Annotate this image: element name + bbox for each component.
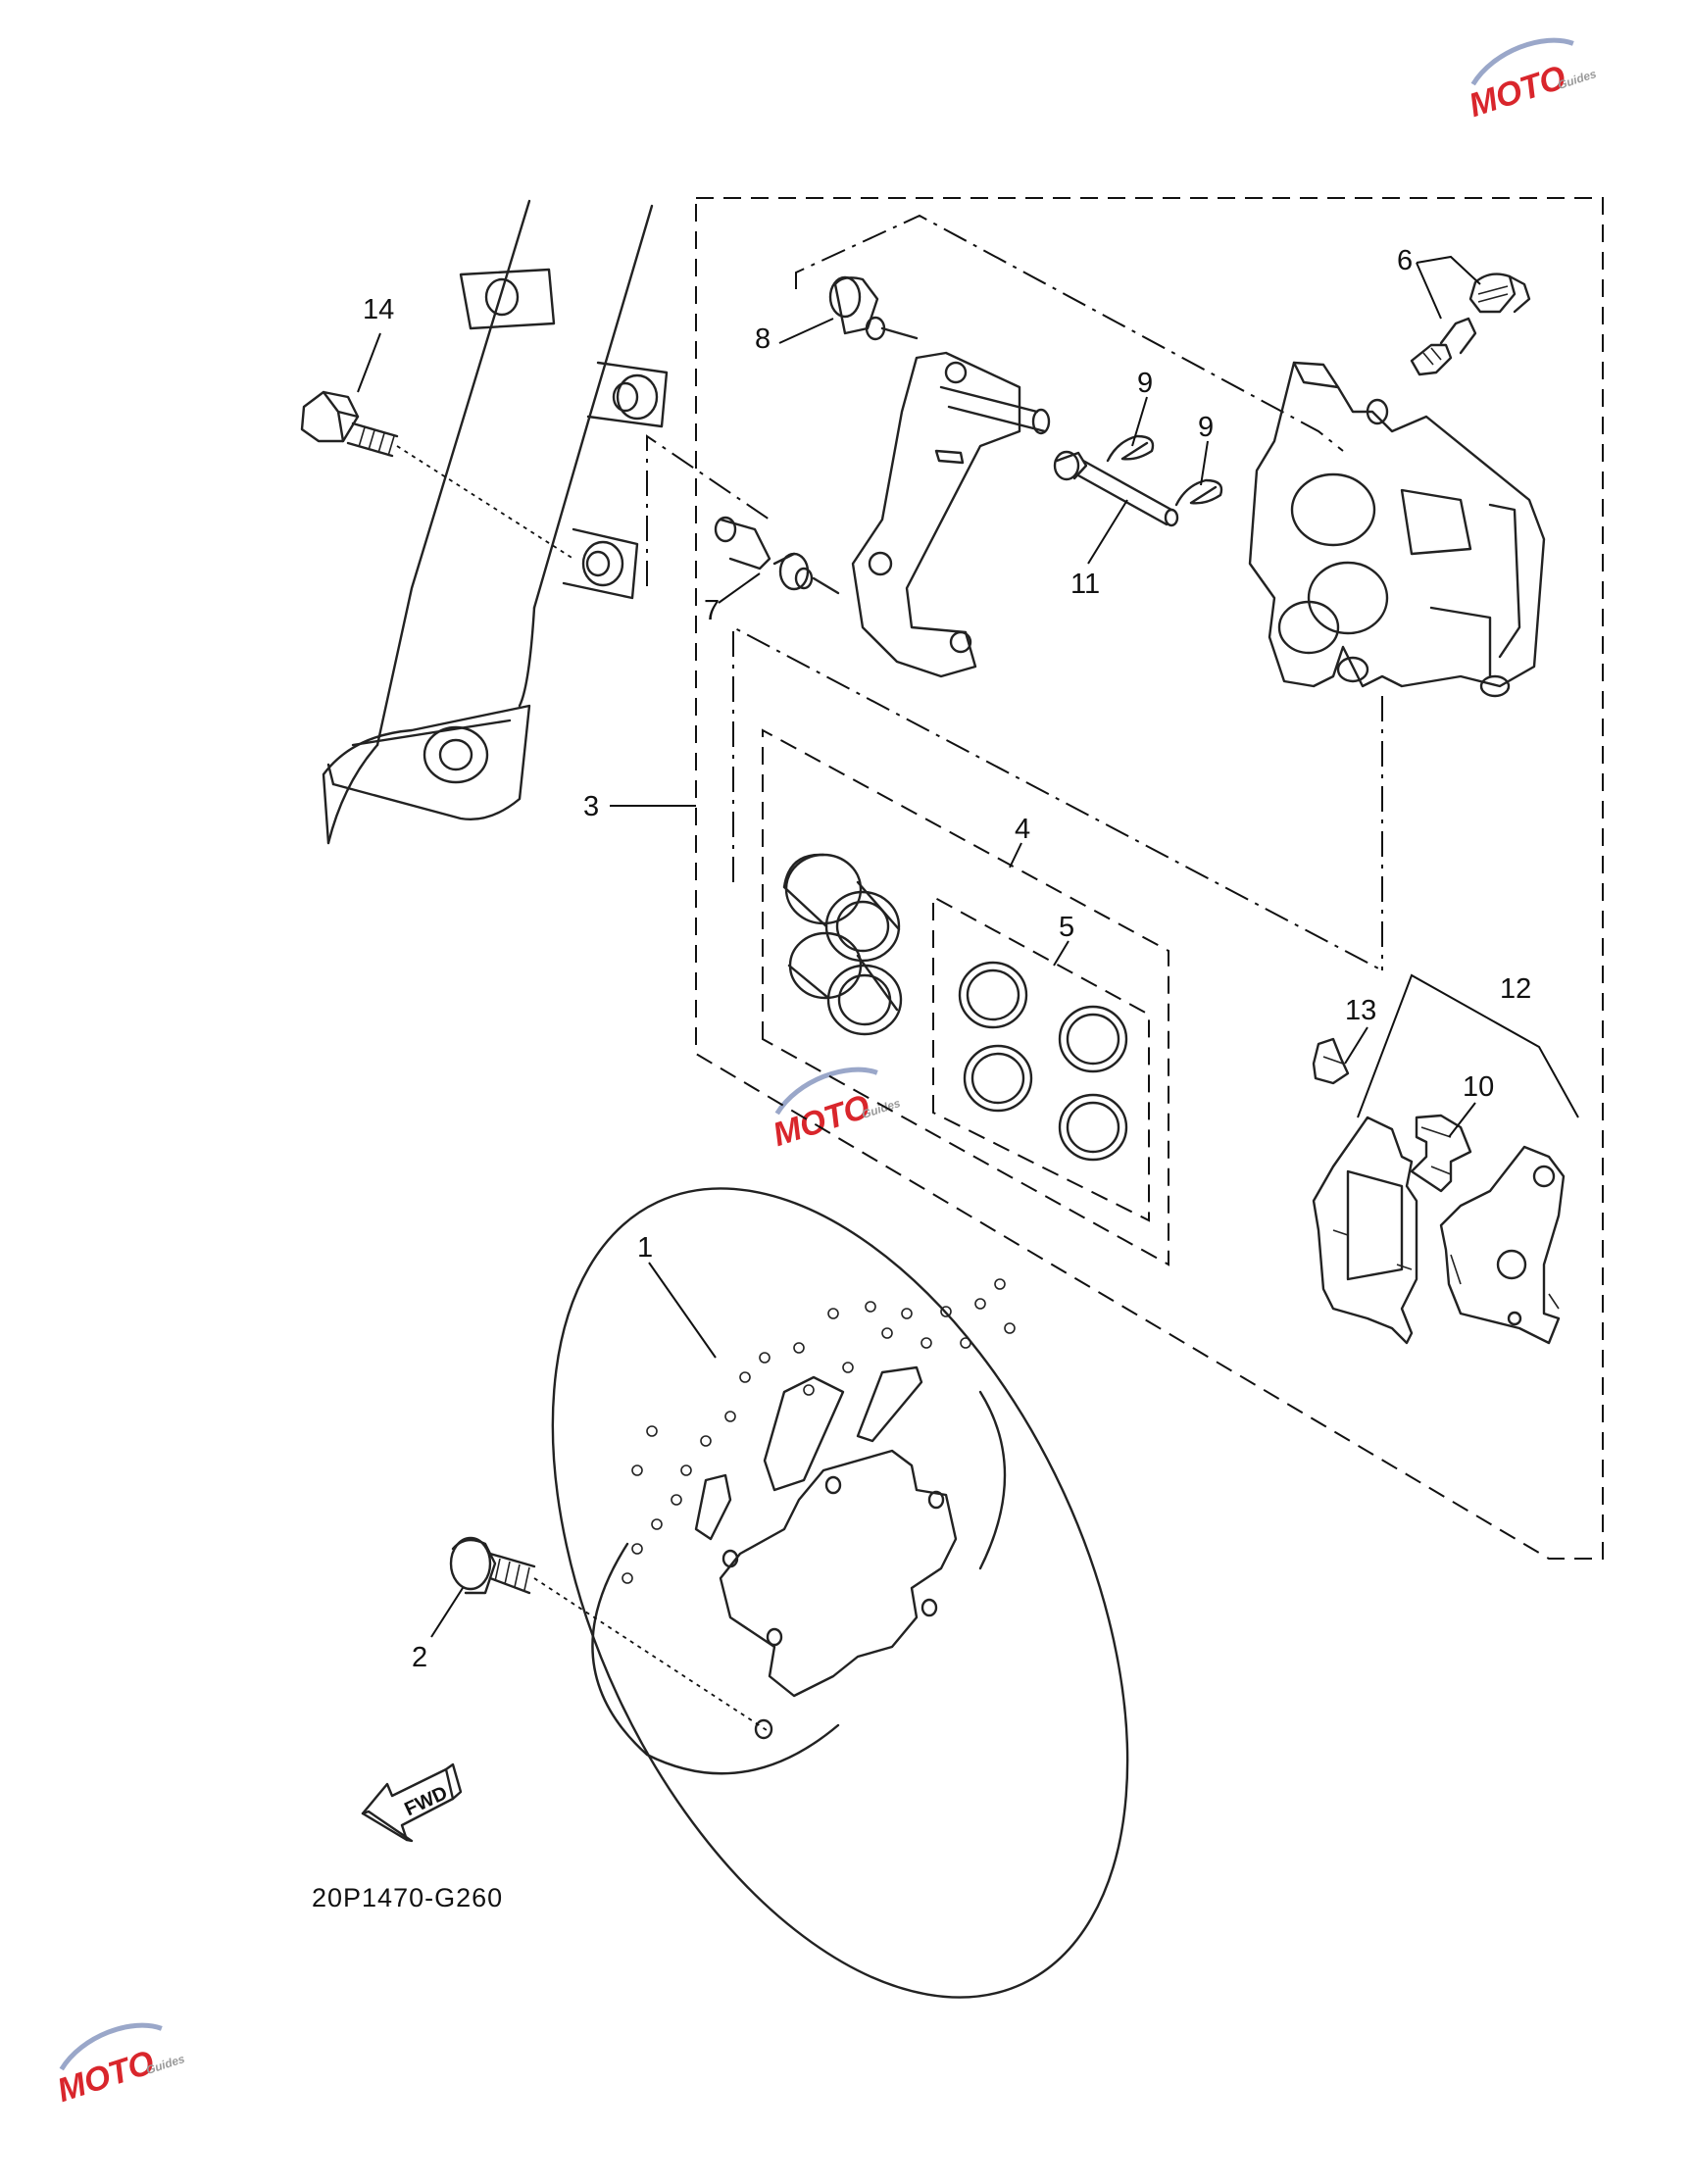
caliper-body bbox=[1248, 361, 1546, 698]
watermark-logo-text: MOTO bbox=[769, 1088, 874, 1154]
callout-14: 14 bbox=[363, 294, 394, 325]
disc-bolt-axis bbox=[533, 1577, 768, 1731]
watermark-bottom-left: MOTO Guides bbox=[53, 2022, 187, 2110]
leader-6 bbox=[1416, 255, 1481, 320]
bolt-14-axis bbox=[396, 445, 574, 560]
seal-kit-5-outline bbox=[932, 895, 1150, 1222]
piston-lower bbox=[787, 931, 903, 1036]
leader-10 bbox=[1448, 1102, 1476, 1138]
leader-9a bbox=[1131, 396, 1148, 447]
leader-14 bbox=[357, 332, 381, 393]
callout-7: 7 bbox=[704, 595, 720, 626]
brake-disc bbox=[551, 1187, 1129, 1999]
leader-13 bbox=[1344, 1026, 1368, 1065]
pad-pin-11 bbox=[1053, 450, 1179, 527]
piston-upper bbox=[782, 853, 901, 963]
callout-4: 4 bbox=[1015, 814, 1030, 845]
pad-clip-13 bbox=[1312, 1037, 1350, 1085]
callout-6: 6 bbox=[1397, 245, 1413, 276]
pin-bolt-7 bbox=[714, 516, 840, 595]
caliper-bracket bbox=[851, 351, 1051, 678]
callout-5: 5 bbox=[1059, 912, 1074, 943]
leader-5 bbox=[1053, 940, 1069, 967]
bleed-screw-6 bbox=[1410, 273, 1531, 376]
watermark-logo-text: MOTO bbox=[53, 2044, 159, 2110]
callout-9a: 9 bbox=[1137, 368, 1153, 399]
callout-10: 10 bbox=[1463, 1071, 1494, 1103]
disc-drill-holes bbox=[622, 1278, 1016, 1584]
leader-4 bbox=[1009, 842, 1022, 869]
watermark-logo-text: MOTO bbox=[1465, 59, 1570, 124]
brake-pad-left bbox=[1312, 1116, 1418, 1345]
seal-rings bbox=[958, 961, 1128, 1162]
seal-kit-guide bbox=[732, 625, 1383, 971]
callout-3: 3 bbox=[583, 791, 599, 822]
pad-kit-12-bracket bbox=[1357, 973, 1579, 1118]
leader-9b bbox=[1200, 440, 1209, 486]
fwd-arrow: FWD bbox=[361, 1762, 463, 1843]
diagram-code: 20P1470-G260 bbox=[312, 1883, 503, 1912]
bolt-14 bbox=[300, 390, 399, 458]
seal-kit-4-outline bbox=[762, 728, 1169, 1266]
clip-9-left bbox=[1106, 434, 1155, 463]
leader-2 bbox=[430, 1587, 464, 1638]
disc-bolt-2 bbox=[449, 1536, 536, 1595]
leader-1 bbox=[648, 1262, 717, 1359]
pad-spring-10 bbox=[1410, 1114, 1472, 1193]
fork-leg bbox=[322, 199, 669, 845]
callout-9b: 9 bbox=[1198, 412, 1214, 443]
callout-11: 11 bbox=[1070, 569, 1100, 600]
leader-8 bbox=[778, 318, 834, 344]
brake-disc-details bbox=[591, 1278, 1016, 1775]
assembly-3-outline bbox=[695, 197, 1604, 1560]
callout-2: 2 bbox=[412, 1642, 427, 1673]
bolt-14-guide bbox=[646, 434, 771, 586]
leader-11 bbox=[1087, 499, 1128, 565]
clip-9-right bbox=[1174, 478, 1223, 507]
caliper-upper-guide bbox=[795, 214, 1344, 452]
watermark-top-right: MOTO Guides bbox=[1465, 37, 1599, 124]
pin-bolt-8 bbox=[828, 275, 919, 341]
callout-12: 12 bbox=[1500, 973, 1531, 1005]
callout-1: 1 bbox=[637, 1232, 653, 1264]
leader-7 bbox=[718, 572, 761, 604]
callout-8: 8 bbox=[755, 323, 771, 355]
brake-pad-right bbox=[1439, 1145, 1566, 1345]
callout-13: 13 bbox=[1345, 995, 1376, 1026]
